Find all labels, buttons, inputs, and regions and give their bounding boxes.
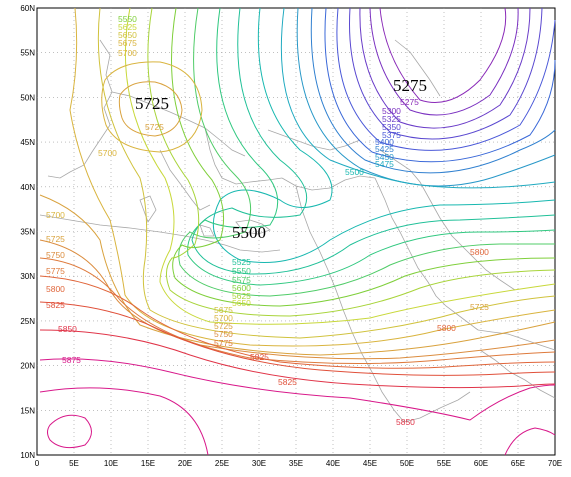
contour-label: 5350: [382, 122, 401, 132]
contour-label: 5800: [470, 247, 489, 257]
longitude-label: 20E: [178, 459, 192, 468]
latitude-label: 30N: [20, 272, 35, 281]
latitude-label: 35N: [20, 228, 35, 237]
contour-label: 5825: [250, 352, 269, 362]
latitude-label: 45N: [20, 138, 35, 147]
low-center-label-north: 5275: [393, 76, 427, 95]
contour-label: 5500: [345, 167, 364, 177]
contour-label: 5650: [232, 298, 251, 308]
longitude-label: 40E: [326, 459, 340, 468]
contour-label: 5450: [375, 152, 394, 162]
longitude-label: 15E: [141, 459, 155, 468]
contour-label: 5525: [232, 257, 251, 267]
longitude-label: 50E: [400, 459, 414, 468]
low-center-label: 5500: [232, 223, 266, 242]
grid-lines: [37, 8, 555, 455]
contour-label: 5375: [382, 130, 401, 140]
contour-label: 5575: [232, 275, 251, 285]
longitude-label: 45E: [363, 459, 377, 468]
contour-label: 5825: [278, 377, 297, 387]
contour-label: 5850: [396, 417, 415, 427]
latitude-label: 10N: [20, 451, 35, 460]
latitude-label: 20N: [20, 362, 35, 371]
contour-label: 5650: [118, 30, 137, 40]
contour-label: 5725: [145, 122, 164, 132]
longitude-label: 10E: [104, 459, 118, 468]
contour-label: 5700: [98, 148, 117, 158]
longitude-labels: 0 5E 10E 15E 20E 25E 30E 35E 40E 45E 50E 55E 60E 65E 7…: [35, 459, 562, 468]
longitude-label: 5E: [69, 459, 79, 468]
contour-label: 5725: [214, 321, 233, 331]
contour-label: 5550: [118, 14, 137, 24]
latitude-label: 60N: [20, 4, 35, 13]
contour-label: 5400: [375, 137, 394, 147]
contour-label: 5875: [0, 0, 19, 2]
longitude-label: 0: [35, 459, 40, 468]
latitude-label: 25N: [20, 317, 35, 326]
longitude-label: 60E: [474, 459, 488, 468]
contour-label: 5625: [232, 291, 251, 301]
longitude-label: 70E: [548, 459, 562, 468]
contour-label: 5700: [118, 48, 137, 58]
contour-label: 5825: [46, 300, 65, 310]
latitude-label: 15N: [20, 406, 35, 415]
contour-label: 5750: [214, 329, 233, 339]
contour-label: 5475: [375, 159, 394, 169]
longitude-label: 65E: [511, 459, 525, 468]
contour-label: 5750: [46, 250, 65, 260]
contour-label: 5775: [214, 338, 233, 348]
height-contours: [39, 7, 556, 456]
longitude-label: 35E: [289, 459, 303, 468]
contour-label: 5325: [382, 114, 401, 124]
latitude-label: 50N: [20, 93, 35, 102]
contour-label: 5725: [470, 302, 489, 312]
contour-label: 5850: [58, 324, 77, 334]
contour-label: 5700: [46, 210, 65, 220]
contour-label: 5800: [437, 323, 456, 333]
high-center-label: 5725: [135, 94, 169, 113]
longitude-label: 30E: [252, 459, 266, 468]
contour-label: 5275: [400, 97, 419, 107]
contour-label: 5600: [232, 283, 251, 293]
contour-value-labels: 5550562556505675570057255700570057255750…: [0, 0, 489, 427]
latitude-labels: 60N 55N 50N 45N 40N 35N 30N 25N 20N 15N 10N: [20, 4, 35, 460]
contour-label: 5875: [62, 355, 81, 365]
contour-label: 5550: [232, 266, 251, 276]
contour-label: 5700: [214, 313, 233, 323]
contour-label: 5425: [375, 144, 394, 154]
longitude-label: 55E: [437, 459, 451, 468]
latitude-label: 40N: [20, 183, 35, 192]
contour-label: 5725: [46, 234, 65, 244]
contour-label: 5625: [118, 22, 137, 32]
latitude-label: 55N: [20, 49, 35, 58]
contour-label: 5800: [46, 284, 65, 294]
longitude-label: 25E: [215, 459, 229, 468]
contour-label: 5775: [46, 266, 65, 276]
contour-label: 5675: [214, 305, 233, 315]
contour-label: 5300: [382, 106, 401, 116]
contour-label: 5675: [118, 38, 137, 48]
